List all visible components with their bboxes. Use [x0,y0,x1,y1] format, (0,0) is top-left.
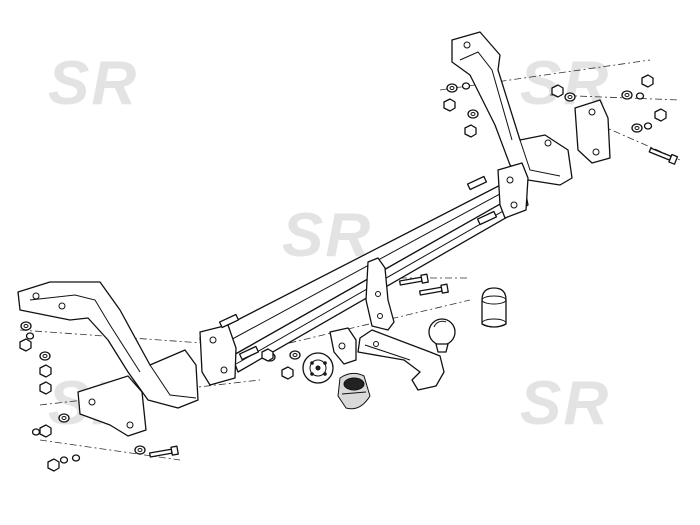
watermark-center: SR [282,201,372,270]
socket-plate [329,327,357,365]
watermark-top-left: SR [48,49,138,118]
tow-ball-neck [357,329,445,391]
nuts [19,74,667,472]
left-side-bracket [17,281,199,437]
watermarks: SR SR SR SR SR [48,49,610,438]
right-side-bracket [451,31,611,186]
tow-ball [428,318,456,353]
lock-washers [25,82,653,464]
bolts [149,147,679,458]
ball-cover-cap [481,287,507,328]
cross-beam [199,162,529,386]
watermark-bottom-right: SR [520,369,610,438]
electric-socket [302,352,371,410]
